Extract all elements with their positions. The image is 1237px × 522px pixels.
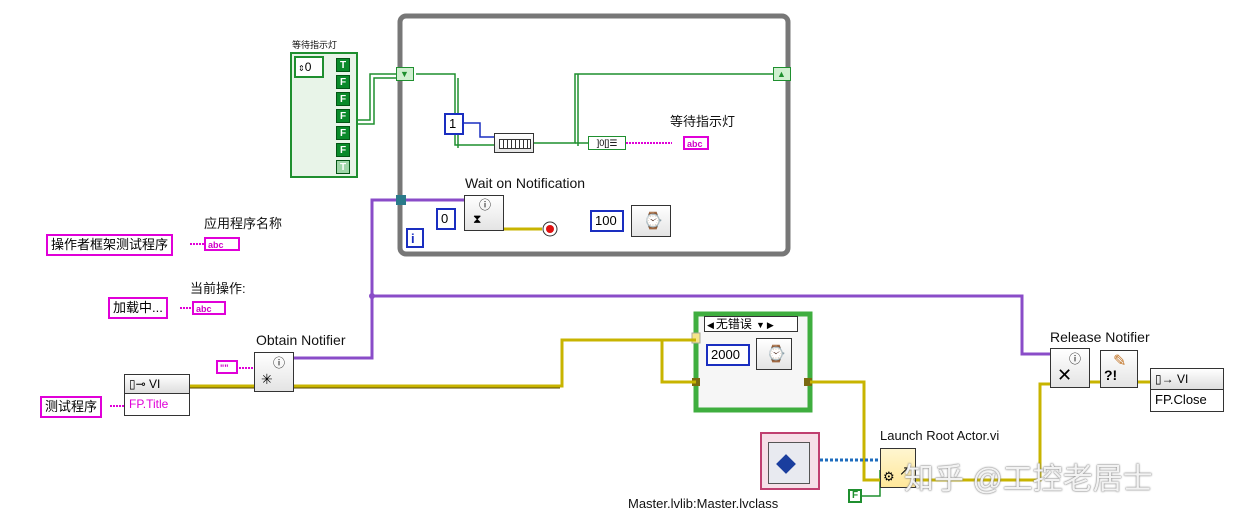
wait-ms-case-const[interactable]: 2000 [706, 344, 750, 366]
hourglass-icon: ⧗ [473, 212, 482, 226]
arrow-down-icon: ▼ [400, 69, 409, 79]
bool-array-element[interactable]: F [336, 143, 350, 157]
alert-icon: ⓘ [273, 356, 286, 370]
bool-array-element[interactable]: F [336, 126, 350, 140]
case-selector-terminal [691, 332, 701, 344]
clock-icon: ⌚ [766, 346, 786, 363]
array-convert-icon: ]0[]☰ [596, 138, 618, 148]
launch-arrow-icon: ↗ [899, 463, 910, 478]
case-selector[interactable]: ◀无错误▼▶ [704, 316, 798, 332]
arrow-right-icon: ▶ [766, 320, 774, 330]
fp-title-property-node[interactable]: ▯⊸ VI FP.Title [124, 374, 190, 416]
app-name-terminal[interactable]: abc [204, 237, 240, 251]
wait-indicator-terminal[interactable]: abc [683, 136, 709, 150]
wait-indicator-label: 等待指示灯 [670, 114, 736, 129]
current-op-const[interactable]: 加载中... [108, 297, 168, 319]
array-index-display[interactable]: ⇕0 [294, 56, 324, 78]
bool-array-element[interactable]: T [336, 160, 350, 174]
release-x-icon: ✕ [1057, 365, 1073, 385]
numeric-wire [463, 122, 494, 138]
vi-refnum-icon: ▯⊸ [129, 377, 146, 391]
iteration-terminal: i [406, 228, 424, 248]
test-program-const[interactable]: 测试程序 [40, 396, 103, 418]
bool-array-element[interactable]: F [336, 75, 350, 89]
shift-register-right[interactable]: ▲ [773, 67, 791, 81]
bool-array-to-string-node[interactable]: ]0[]☰ [588, 136, 626, 150]
bool-array-element[interactable]: F [336, 109, 350, 123]
clock-icon: ⌚ [643, 213, 663, 230]
shift-register-left[interactable]: ▼ [396, 67, 414, 81]
vi-refnum-icon: ▯→ [1155, 372, 1174, 386]
numeric-const-one[interactable]: 1 [444, 113, 464, 135]
bool-wires [356, 73, 881, 497]
arrow-up-icon: ▲ [777, 69, 786, 79]
clear-errors-node[interactable]: ✎ ?! [1100, 350, 1138, 388]
false-const[interactable]: F [848, 489, 862, 503]
app-name-const[interactable]: 操作者框架测试程序 [46, 234, 174, 256]
release-notifier-node[interactable]: ⓘ ✕ [1050, 348, 1090, 388]
current-op-label: 当前操作: [190, 281, 246, 296]
fp-close-invoke-node[interactable]: ▯→ VI FP.Close [1150, 368, 1224, 412]
eraser-icon: ✎ [1113, 353, 1127, 370]
release-notifier-label: Release Notifier [1050, 329, 1150, 345]
fp-title-property: FP.Title [129, 397, 169, 411]
fp-close-method: FP.Close [1155, 392, 1207, 407]
rotate-array-node[interactable] [494, 133, 534, 153]
error-cluster-icon: ?! [1104, 367, 1118, 383]
wait-ms-loop-const[interactable]: 100 [590, 210, 624, 232]
wait-ms-loop-node[interactable]: ⌚ [631, 205, 671, 237]
wait-ms-case-node[interactable]: ⌚ [756, 338, 792, 370]
watermark: 知乎 @工控老居士 [904, 463, 1153, 496]
refnum-wire [292, 198, 1050, 360]
master-class-constant[interactable] [760, 432, 820, 490]
alert-icon: ⓘ [479, 198, 492, 212]
wait-on-notification-node[interactable]: ⓘ ⧗ [464, 195, 504, 231]
current-op-terminal[interactable]: abc [192, 301, 226, 315]
wait-on-notification-label: Wait on Notification [465, 175, 586, 191]
launch-root-actor-label: Launch Root Actor.vi [880, 428, 1000, 443]
string-wires [110, 142, 672, 407]
gear-icon: ⚙ [883, 469, 895, 484]
create-star-icon: ✳ [261, 371, 273, 387]
master-class-label: Master.lvlib:Master.lvclass [628, 496, 779, 511]
alert-icon: ⓘ [1069, 352, 1082, 366]
error-wires [190, 227, 1150, 482]
app-name-label: 应用程序名称 [204, 216, 283, 231]
bool-array-element[interactable]: T [336, 58, 350, 72]
obtain-notifier-node[interactable]: ⓘ ✳ [254, 352, 294, 392]
case-tunnel-out [804, 378, 812, 386]
empty-string-const[interactable]: "" [216, 360, 238, 374]
array-icon [499, 139, 531, 149]
launch-root-actor-node[interactable]: ⚙ ↗ [880, 448, 916, 488]
obtain-notifier-label: Obtain Notifier [256, 332, 346, 348]
stop-icon [546, 225, 554, 233]
arrow-left-icon: ◀ [707, 320, 714, 330]
refnum-junction [369, 293, 375, 299]
chevron-down-icon: ▼ [755, 320, 765, 330]
timeout-const[interactable]: 0 [436, 208, 456, 230]
while-loop-frame[interactable] [397, 13, 791, 257]
wait-indicator-small-label: 等待指示灯 [292, 40, 338, 50]
bool-array-element[interactable]: F [336, 92, 350, 106]
loop-tunnel-refnum [396, 195, 406, 205]
